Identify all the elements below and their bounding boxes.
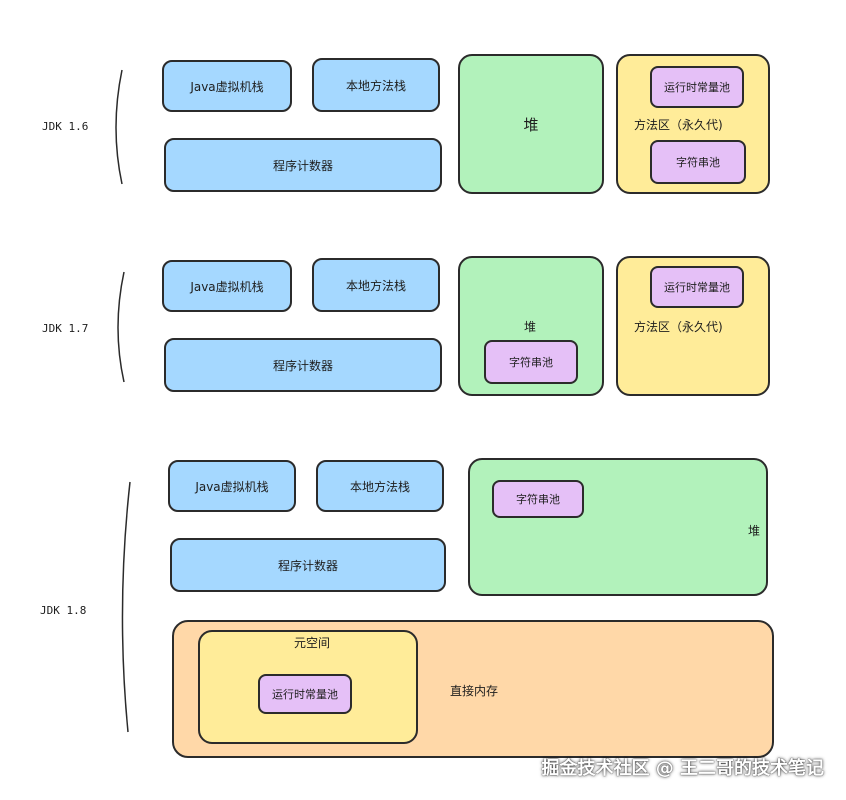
jdk16-jvm-stack: Java虚拟机栈 [162,60,292,112]
jdk17-pc-register: 程序计数器 [164,338,442,392]
jdk16-pc-register: 程序计数器 [164,138,442,192]
jdk16-string-pool-label: 字符串池 [676,156,720,169]
jdk17-string-pool-label: 字符串池 [509,356,553,369]
jdk17-string-pool: 字符串池 [484,340,578,384]
jdk17-runtime-pool-label: 运行时常量池 [664,281,730,294]
jdk18-jvm-stack: Java虚拟机栈 [168,460,296,512]
jdk18-heap-label: 堆 [747,524,760,538]
jdk18-pc-register-label: 程序计数器 [277,558,338,573]
jdk16-brace [115,69,123,185]
jdk17-heap-label: 堆 [524,320,537,334]
jdk16-pc-register-label: 程序计数器 [272,158,333,173]
jdk18-pc-register: 程序计数器 [170,538,446,592]
jdk18-heap: 堆 [468,458,768,596]
jdk17-version-label: JDK 1.7 [42,322,89,335]
jdk16-runtime-constant-pool: 运行时常量池 [650,66,744,108]
jdk16-native-stack-label: 本地方法栈 [345,78,406,93]
jdk16-heap-label: 堆 [523,115,539,134]
jdk16-runtime-pool-label: 运行时常量池 [664,81,730,94]
jdk18-jvm-stack-label: Java虚拟机栈 [195,479,269,494]
jdk18-runtime-constant-pool: 运行时常量池 [258,674,352,714]
jdk17-native-stack-label: 本地方法栈 [345,278,406,293]
jdk18-metaspace-label: 元空间 [294,636,331,650]
jdk18-native-stack: 本地方法栈 [316,460,444,512]
jdk17-pc-register-label: 程序计数器 [272,358,333,373]
jdk16-jvm-stack-label: Java虚拟机栈 [190,79,264,94]
jdk17-jvm-stack-label: Java虚拟机栈 [190,279,264,294]
jdk17-runtime-constant-pool: 运行时常量池 [650,266,744,308]
jdk18-version-label: JDK 1.8 [40,604,87,617]
jdk16-heap: 堆 [458,54,604,194]
jdk16-method-area-label: 方法区（永久代) [634,118,723,132]
jdk18-string-pool-label: 字符串池 [516,493,560,506]
jdk17-method-area-label: 方法区（永久代) [634,320,723,334]
jdk18-direct-memory-label: 直接内存 [450,684,499,698]
jdk18-native-stack-label: 本地方法栈 [349,479,410,494]
jdk17-brace [117,271,125,383]
jdk16-string-pool: 字符串池 [650,140,746,184]
jdk17-jvm-stack: Java虚拟机栈 [162,260,292,312]
jdk17-native-stack: 本地方法栈 [312,258,440,312]
jdk18-runtime-pool-label: 运行时常量池 [272,688,338,701]
jdk16-native-stack: 本地方法栈 [312,58,440,112]
watermark-text: 掘金技术社区 @ 王二哥的技术笔记 [541,758,824,779]
jdk18-string-pool: 字符串池 [492,480,584,518]
jdk16-version-label: JDK 1.6 [42,120,89,133]
jdk18-brace [121,481,131,733]
